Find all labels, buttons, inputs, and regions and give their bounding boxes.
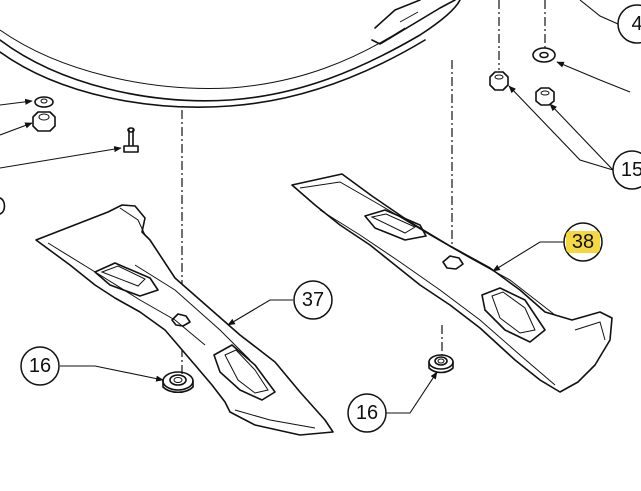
callout-16-left: 16 [20,346,60,386]
callout-38-label: 38 [572,231,594,253]
callout-16-right-label: 16 [356,402,378,424]
flange-nut-right [428,354,454,374]
callout-38: 38 [563,222,603,262]
callout-4-label: 4 [631,13,641,35]
nut-right-a [489,71,509,91]
callout-15-label: 15 [621,159,641,181]
callout-37-label: 37 [302,289,324,311]
callout-37: 37 [293,280,333,320]
washer-left [34,96,54,108]
nut-left [32,111,56,132]
callout-15: 15 [612,150,641,190]
washer-right [532,47,556,63]
edge-part-left [0,197,6,215]
callout-38-highlight [566,231,600,253]
blade-right [291,173,613,393]
mower-deck [0,0,461,108]
callout-16-left-label: 16 [29,355,51,377]
flange-nut-left [162,371,194,394]
callout-4: 4 [617,4,641,44]
blade-left [35,204,334,436]
bolt-left [123,127,139,153]
nut-right-b [535,87,555,106]
callout-16-right: 16 [347,393,387,433]
